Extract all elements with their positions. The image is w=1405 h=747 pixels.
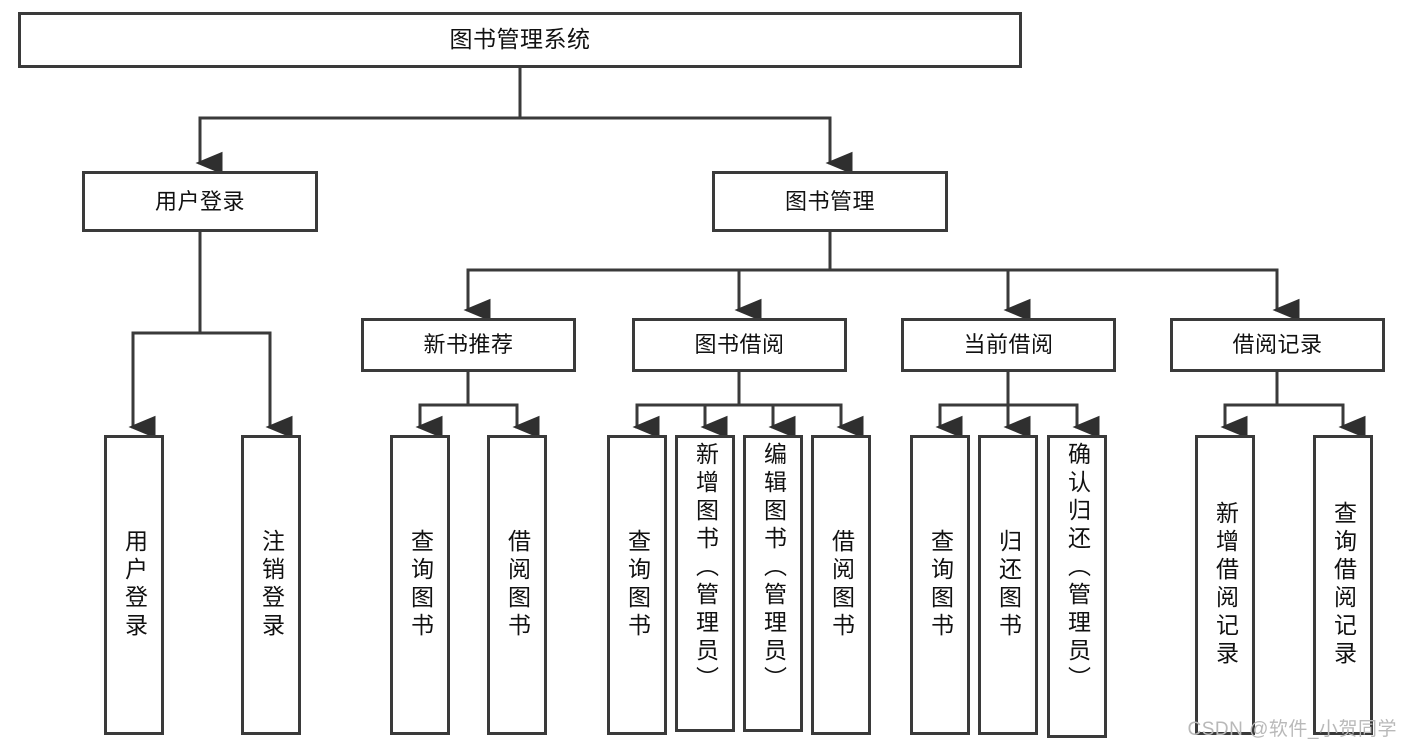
node-leaf-borrow-books-newbook[interactable]: 借阅图书 [487, 435, 547, 735]
node-leaf-add-borrow-record-label: 新增借阅记录 [1212, 501, 1239, 669]
node-leaf-add-book-admin-label: 新增图书（管理员） [692, 442, 719, 694]
node-leaf-return-books[interactable]: 归还图书 [978, 435, 1038, 735]
node-book-management[interactable]: 图书管理 [712, 171, 948, 232]
node-new-book-recommendation[interactable]: 新书推荐 [361, 318, 576, 372]
node-user-login-label: 用户登录 [154, 188, 245, 214]
node-book-management-label: 图书管理 [784, 188, 875, 214]
node-leaf-logout-label: 注销登录 [258, 529, 285, 641]
node-leaf-logout[interactable]: 注销登录 [241, 435, 301, 735]
watermark: CSDN @软件_小贺同学 [1187, 719, 1397, 740]
node-leaf-query-borrow-record-label: 查询借阅记录 [1330, 501, 1357, 669]
node-leaf-add-book-admin[interactable]: 新增图书（管理员） [675, 435, 735, 732]
node-book-borrowing[interactable]: 图书借阅 [632, 318, 847, 372]
node-leaf-user-login-label: 用户登录 [121, 529, 148, 641]
node-leaf-query-books-current-label: 查询图书 [927, 529, 954, 641]
node-leaf-return-books-label: 归还图书 [995, 529, 1022, 641]
node-current-borrowing[interactable]: 当前借阅 [901, 318, 1116, 372]
node-leaf-query-books-borrow-label: 查询图书 [624, 529, 651, 641]
node-leaf-query-books-borrow[interactable]: 查询图书 [607, 435, 667, 735]
node-leaf-edit-book-admin-label: 编辑图书（管理员） [760, 442, 787, 694]
node-user-login[interactable]: 用户登录 [82, 171, 318, 232]
node-new-book-recommendation-label: 新书推荐 [423, 332, 514, 358]
node-leaf-query-books-newbook[interactable]: 查询图书 [390, 435, 450, 735]
node-leaf-query-books-current[interactable]: 查询图书 [910, 435, 970, 735]
node-leaf-add-borrow-record[interactable]: 新增借阅记录 [1195, 435, 1255, 735]
node-leaf-edit-book-admin[interactable]: 编辑图书（管理员） [743, 435, 803, 732]
node-leaf-borrow-books-newbook-label: 借阅图书 [504, 529, 531, 641]
node-leaf-user-login[interactable]: 用户登录 [104, 435, 164, 735]
node-borrowing-records-label: 借阅记录 [1232, 332, 1323, 358]
node-leaf-query-books-newbook-label: 查询图书 [407, 529, 434, 641]
node-leaf-confirm-return-admin[interactable]: 确认归还（管理员） [1047, 435, 1107, 738]
node-current-borrowing-label: 当前借阅 [963, 332, 1054, 358]
node-leaf-query-borrow-record[interactable]: 查询借阅记录 [1313, 435, 1373, 735]
node-root[interactable]: 图书管理系统 [18, 12, 1022, 68]
node-borrowing-records[interactable]: 借阅记录 [1170, 318, 1385, 372]
node-book-borrowing-label: 图书借阅 [694, 332, 785, 358]
node-leaf-borrow-books-borrow-label: 借阅图书 [828, 529, 855, 641]
node-leaf-borrow-books-borrow[interactable]: 借阅图书 [811, 435, 871, 735]
node-leaf-confirm-return-admin-label: 确认归还（管理员） [1064, 442, 1091, 694]
node-root-label: 图书管理系统 [449, 26, 591, 53]
